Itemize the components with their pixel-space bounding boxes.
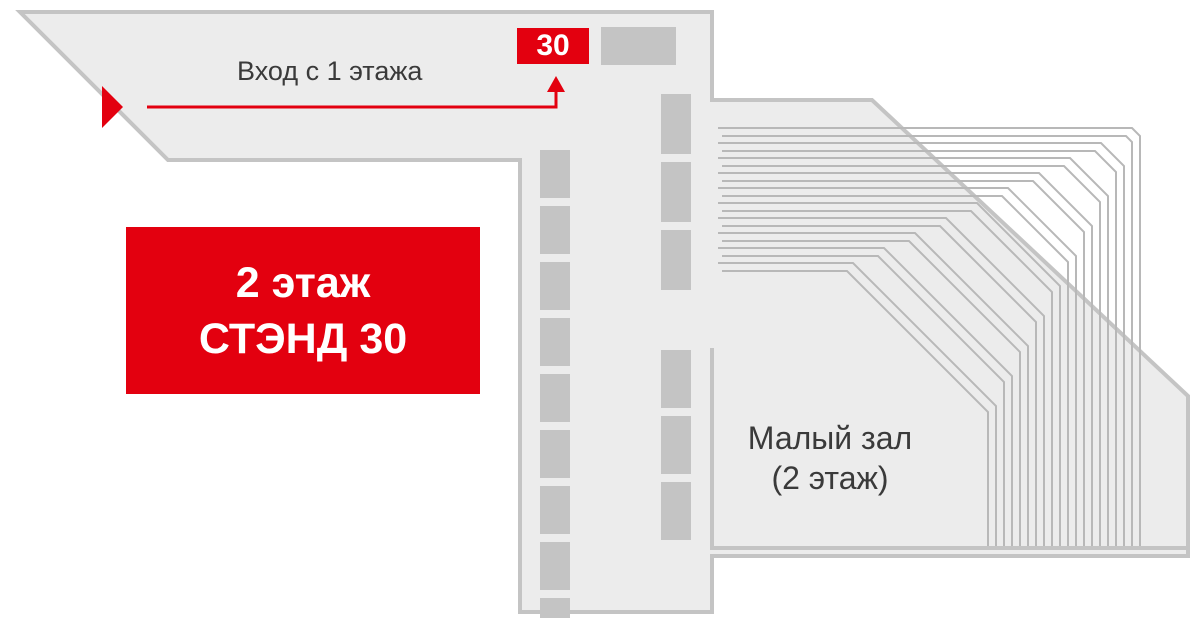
seat-row xyxy=(718,157,1109,546)
seat-row xyxy=(718,232,1029,546)
booth-column-left xyxy=(540,150,570,618)
stand-label: СТЭНД 30 xyxy=(198,314,408,363)
arrow-up-icon xyxy=(547,76,565,92)
floor-label: 2 этаж xyxy=(235,258,371,307)
hall-label: Малый зал (2 этаж) xyxy=(700,418,960,498)
hall-wall xyxy=(710,348,1186,550)
booth-column-right xyxy=(661,94,691,540)
hall-floor: (2 этаж) xyxy=(771,460,889,496)
seat-row xyxy=(718,247,1013,546)
entry-label: Вход с 1 этажа xyxy=(237,56,423,86)
seat-row xyxy=(718,202,1061,546)
floor-area xyxy=(15,10,1190,614)
stand-number-badge: 30 xyxy=(517,28,589,64)
seat-row xyxy=(718,217,1045,546)
seating-rows xyxy=(718,127,1141,546)
entry-marker-icon xyxy=(102,86,123,128)
route-line xyxy=(147,88,558,109)
seat-row xyxy=(718,262,997,546)
stand-info-box: 2 этаж СТЭНД 30 xyxy=(126,227,480,394)
booth xyxy=(601,27,676,65)
seat-row xyxy=(718,187,1077,546)
seat-row xyxy=(718,127,1141,546)
seat-row xyxy=(718,172,1093,546)
hall-name: Малый зал xyxy=(747,420,913,456)
seat-row xyxy=(718,142,1125,546)
